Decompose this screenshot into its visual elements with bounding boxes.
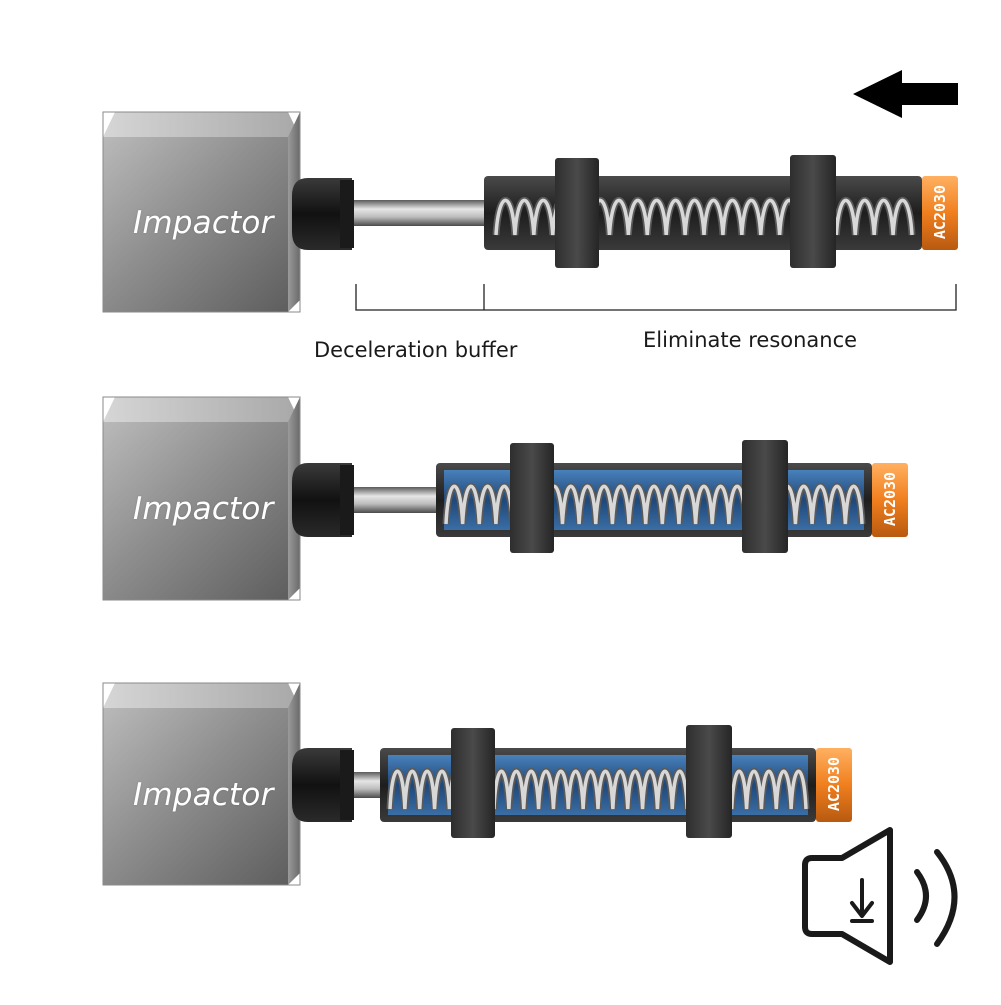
row-1-initial (102, 111, 958, 313)
piston-rod (354, 487, 436, 513)
piston-rod (354, 200, 484, 226)
model-label-1: AC2030 (931, 184, 949, 240)
impactor-block (102, 111, 301, 313)
arrow-left-icon (853, 70, 958, 118)
end-cap (922, 176, 958, 250)
speaker-volume-down-icon (802, 827, 958, 965)
piston-tip (292, 463, 354, 537)
deceleration-buffer-caption: Deceleration buffer (314, 338, 518, 362)
eliminate-resonance-caption: Eliminate resonance (643, 328, 858, 352)
end-cap (816, 748, 852, 822)
impactor-label-2: Impactor (133, 491, 274, 527)
piston-rod (354, 772, 380, 798)
impactor-block (102, 396, 301, 601)
piston-tip (292, 748, 354, 822)
piston-tip (292, 178, 354, 250)
row-3-compressed (102, 682, 852, 886)
end-cap (872, 463, 908, 537)
impactor-label-1: Impactor (133, 205, 274, 241)
impactor-label-3: Impactor (133, 777, 274, 813)
dimension-brackets (355, 284, 957, 311)
impactor-block (102, 682, 301, 886)
row-2-compressing (102, 396, 908, 601)
model-label-2: AC2030 (881, 471, 899, 527)
hex-nut (451, 725, 732, 838)
model-label-3: AC2030 (825, 756, 843, 812)
hex-nut (510, 440, 788, 553)
hex-nut (555, 155, 836, 268)
